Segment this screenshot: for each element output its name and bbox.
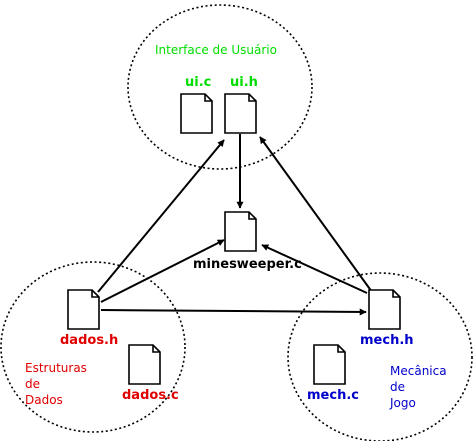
edge-dados-h-to-ui-h xyxy=(97,139,225,293)
document-icon xyxy=(128,344,161,385)
file-icon-ui-h xyxy=(224,93,257,134)
document-icon xyxy=(368,289,401,330)
dados-cluster-title-line-3: Dados xyxy=(25,393,63,407)
dados-cluster-title-line-1: Estruturas xyxy=(25,361,87,375)
document-icon xyxy=(67,289,100,330)
file-label-ui-h: ui.h xyxy=(230,75,258,90)
file-label-ui-c: ui.c xyxy=(185,75,211,90)
file-label-mech-c: mech.c xyxy=(307,388,359,403)
file-label-minesweeper-c: minesweeper.c xyxy=(193,257,302,272)
edge-dados-h-to-minesweeper xyxy=(100,239,225,303)
edge-mech-h-to-ui-h xyxy=(259,136,373,293)
ui-cluster-title: Interface de Usuário xyxy=(155,43,277,57)
file-label-dados-h: dados.h xyxy=(60,333,118,348)
mech-cluster-title-line-1: Mecânica xyxy=(390,364,447,378)
dados-cluster-title-line-2: de xyxy=(25,377,40,391)
document-icon xyxy=(224,93,257,134)
mech-cluster xyxy=(287,272,473,441)
file-label-dados-c: dados.c xyxy=(122,388,179,403)
document-icon xyxy=(224,211,257,252)
file-icon-mech-c xyxy=(313,344,346,385)
document-icon xyxy=(180,93,213,134)
mech-cluster-title-line-2: de xyxy=(390,380,405,394)
file-label-mech-h: mech.h xyxy=(360,333,414,348)
edge-mech-h-to-minesweeper xyxy=(261,244,368,294)
file-icon-dados-h xyxy=(67,289,100,330)
file-icon-ui-c xyxy=(180,93,213,134)
mech-cluster-title-line-3: Jogo xyxy=(389,396,416,410)
file-icon-minesweeper-c xyxy=(224,211,257,252)
document-icon xyxy=(313,344,346,385)
file-icon-mech-h xyxy=(368,289,401,330)
edge-dados-h-to-mech-h xyxy=(100,308,367,316)
file-icon-dados-c xyxy=(128,344,161,385)
ui-cluster xyxy=(127,4,313,170)
dados-cluster xyxy=(0,261,186,433)
